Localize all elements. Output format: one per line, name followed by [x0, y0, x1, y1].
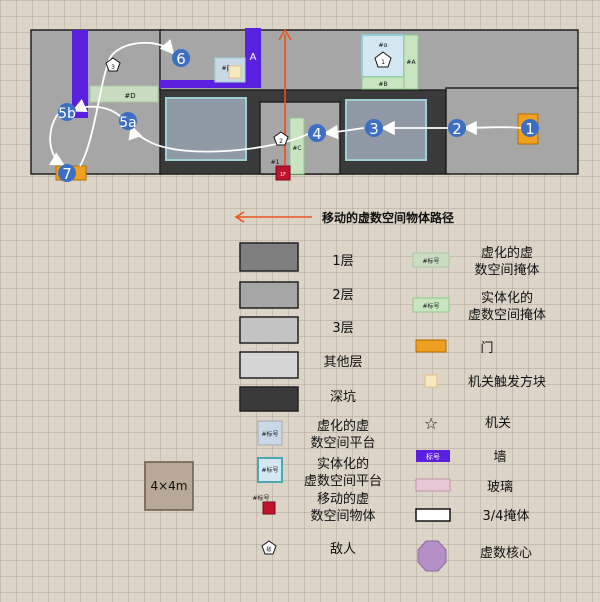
cover-b: [361, 76, 405, 90]
route-node-2: [448, 119, 466, 137]
legend-label-floor2: 2层: [332, 288, 353, 303]
route-node-5a: [119, 112, 137, 130]
legend-label-door: 门: [480, 341, 493, 356]
route-node-3: [365, 119, 383, 137]
legend-swatch-enemy-text: 敌: [266, 546, 271, 553]
legend-label-mechanism: 机关: [485, 416, 511, 431]
legend-swatch-virt-platform: [257, 420, 283, 446]
floor-3-area-right: [345, 99, 427, 161]
legend-label-cover34: 3/4掩体: [483, 509, 530, 524]
legend-swatch-door: [415, 339, 447, 353]
route-node-6: [172, 49, 190, 67]
route-node-1-label: 1: [525, 120, 535, 138]
wall-a: [245, 28, 261, 88]
route-node-1: [521, 119, 539, 137]
route-node-2-label: 2: [452, 120, 462, 138]
legend-label-virt-platform-2: 数空间平台: [310, 436, 375, 451]
legend-swatch-solid-platform-text: #标号: [261, 466, 278, 474]
legend-swatch-moving-text: #标号: [252, 494, 269, 502]
trigger-block-beta: [228, 65, 242, 79]
legend-label-other: 其他层: [323, 355, 362, 370]
floor-right-block: [445, 87, 579, 175]
legend-label-virt-platform-1: 虚化的虚: [317, 418, 369, 434]
route-node-4: [308, 124, 326, 142]
legend-label-solid-cover-2: 虚数空间掩体: [468, 308, 546, 323]
legend-swatch-floor1: [239, 242, 299, 272]
route-path: [49, 39, 522, 167]
legend-swatch-virt-cover-text: #标号: [422, 257, 439, 265]
cover-c-label: #C: [292, 145, 301, 152]
route-node-5a-label: 5a: [119, 115, 137, 131]
legend-swatch-core: [417, 540, 447, 572]
legend-label-glass: 玻璃: [487, 480, 513, 495]
legend-arrow-label: 移动的虚数空间物体路径: [322, 210, 454, 225]
legend-swatch-floor2: [239, 281, 299, 309]
moving-object-id: 1F: [280, 172, 286, 178]
scale-box: [144, 461, 194, 511]
legend-swatch-moving: [262, 501, 276, 515]
legend-label-solid-platform-1: 实体化的: [317, 456, 369, 472]
route-node-7: [58, 164, 76, 182]
wall-a-label: A: [250, 52, 257, 63]
legend-label-virt-cover-2: 数空间掩体: [474, 263, 539, 278]
legend: 移动的虚数空间物体路径 1层 2层 3层 其他层 深坑 #标号 虚化的虚 数空间…: [144, 210, 546, 572]
platform-alpha-label: #α: [379, 42, 388, 49]
legend-swatch-solid-cover-text: #标号: [422, 302, 439, 310]
legend-swatch-wall-text: 标号: [426, 452, 440, 461]
enemy-marker-1: [374, 51, 392, 68]
moving-object-tag: #1: [271, 159, 280, 166]
legend-label-trigger: 机关触发方块: [468, 374, 546, 390]
legend-label-floor3: 3层: [332, 321, 353, 336]
legend-label-moving-2: 数空间物体: [310, 509, 375, 524]
legend-label-solid-cover-1: 实体化的: [481, 290, 533, 306]
legend-swatch-solid-cover: [412, 297, 450, 313]
moving-object: [275, 165, 291, 181]
legend-swatch-solid-platform: [257, 457, 283, 483]
legend-swatch-glass: [415, 478, 451, 492]
legend-swatch-trigger: [424, 374, 438, 388]
level-map: A #D #β #α 1 #A #B #C #1 1F: [30, 28, 579, 183]
legend-swatch-enemy: [261, 540, 277, 555]
wall-left: [72, 30, 88, 118]
cover-b-label: #B: [378, 81, 387, 88]
legend-label-wall: 墙: [493, 450, 506, 465]
legend-swatch-mechanism: ☆: [424, 414, 438, 433]
wall-bottom-top: [160, 80, 260, 88]
legend-swatch-other: [239, 351, 299, 379]
legend-label-virt-cover-1: 虚化的虚: [481, 245, 533, 261]
legend-label-solid-platform-2: 虚数空间平台: [304, 474, 382, 489]
legend-swatch-virt-cover: [412, 252, 450, 268]
moving-path-arrowhead: [278, 28, 292, 41]
legend-swatch-floor3: [239, 316, 299, 344]
cover-d-label: #D: [124, 92, 135, 100]
route-node-7-label: 7: [62, 165, 72, 183]
legend-label-core: 虚数核心: [480, 546, 532, 561]
legend-swatch-pit: [239, 386, 299, 412]
enemy-marker-2: [273, 131, 289, 146]
legend-label-floor1: 1层: [332, 254, 353, 269]
legend-swatch-virt-platform-text: #标号: [261, 430, 278, 438]
cover-a-label: #A: [406, 59, 416, 66]
legend-arrowhead: [234, 211, 245, 223]
legend-label-pit: 深坑: [330, 390, 356, 405]
route-node-5b-label: 5b: [58, 106, 76, 122]
virtual-cover-d: [89, 85, 159, 103]
cover-c: [289, 117, 305, 175]
enemy-marker-3: [105, 57, 121, 72]
route-node-6-label: 6: [176, 50, 186, 68]
enemy-1-label: 1: [381, 59, 385, 66]
legend-label-enemy: 敌人: [330, 542, 356, 557]
legend-label-moving-1: 移动的虚: [317, 491, 369, 507]
route-node-5b: [58, 103, 76, 121]
legend-swatch-cover34: [415, 508, 451, 522]
enemy-2-label: 2: [279, 138, 283, 145]
cover-a: [403, 34, 419, 90]
enemy-3-label: 3: [111, 64, 115, 71]
route-node-3-label: 3: [369, 120, 379, 138]
legend-swatch-wall: [416, 450, 450, 462]
route-node-4-label: 4: [312, 125, 322, 143]
platform-beta-label: #β: [222, 65, 231, 72]
scale-label: 4×4m: [150, 479, 187, 493]
